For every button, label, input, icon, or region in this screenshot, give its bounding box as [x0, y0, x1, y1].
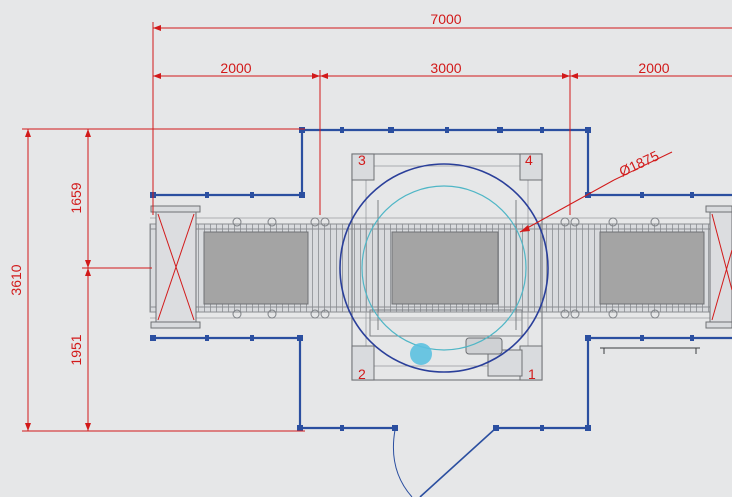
- fence-bottom-left: [153, 336, 395, 430]
- dim-middle-section: 3000: [430, 60, 461, 76]
- pallet-right: [599, 231, 705, 305]
- dim-turntable-diameter: Ø1875: [616, 147, 661, 179]
- dimension-arrows: [25, 25, 578, 431]
- dim-right-section: 2000: [638, 60, 669, 76]
- sensor-marker: [410, 343, 432, 365]
- door-swing-arc: [392, 429, 413, 497]
- conveyor-line: [149, 205, 732, 329]
- fence-posts: [150, 127, 694, 431]
- drive-motor: [465, 337, 503, 355]
- safety-fence: [153, 128, 732, 497]
- dim-upper-height: 1659: [68, 182, 84, 213]
- dim-left-section: 2000: [220, 60, 251, 76]
- turntable-inner-circle: [361, 185, 527, 351]
- corner-label-top-right: 4: [525, 152, 533, 168]
- corner-label-bottom-left: 2: [358, 366, 366, 382]
- turntable-frame: [351, 153, 543, 381]
- conveyor-feet: [232, 217, 660, 319]
- pallet-center: [391, 231, 499, 305]
- dim-total-height: 3610: [8, 264, 24, 295]
- dim-lower-height: 1951: [68, 334, 84, 365]
- corner-label-bottom-right: 1: [528, 366, 536, 382]
- dim-total-width: 7000: [430, 11, 461, 27]
- corner-label-top-left: 3: [358, 152, 366, 168]
- turntable-outer-circle: [339, 163, 549, 373]
- end-stop-right: [705, 205, 732, 329]
- turntable-unit: 3 4 2 1: [339, 152, 549, 382]
- dimension-lines: [22, 22, 732, 432]
- end-stop-left: [150, 205, 201, 329]
- fence-door: [419, 427, 497, 497]
- pallet-left: [203, 231, 309, 305]
- panel-bracket: [600, 347, 700, 354]
